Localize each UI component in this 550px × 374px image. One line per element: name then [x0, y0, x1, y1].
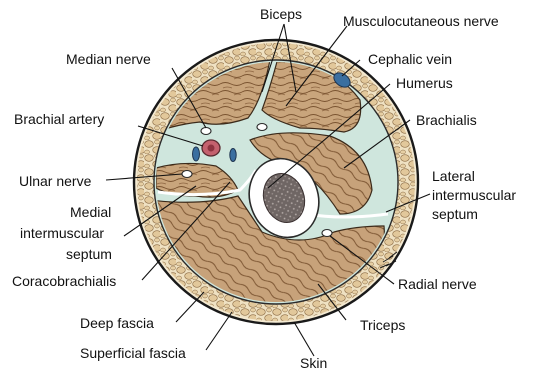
label-coracobrachialis: Coracobrachialis [12, 273, 116, 289]
label-lateral-intermuscular-3: septum [432, 206, 478, 222]
musculocutaneous-nerve [257, 124, 267, 131]
label-lateral-intermuscular-2: intermuscular [432, 187, 516, 203]
label-skin: Skin [300, 355, 327, 371]
label-musculocutaneous-nerve: Musculocutaneous nerve [343, 13, 499, 29]
label-triceps: Triceps [360, 317, 405, 333]
label-radial-nerve: Radial nerve [398, 276, 477, 292]
label-medial-intermuscular-2: intermuscular [20, 225, 104, 241]
label-humerus: Humerus [396, 75, 453, 91]
label-brachialis: Brachialis [416, 112, 477, 128]
label-deep-fascia: Deep fascia [80, 315, 154, 331]
basilic-vein [193, 147, 200, 161]
label-medial-intermuscular-1: Medial [70, 204, 111, 220]
brachial-artery-lumen [208, 145, 215, 152]
ulnar-nerve [182, 171, 192, 178]
label-lateral-intermuscular-1: Lateral [432, 168, 475, 184]
label-cephalic-vein: Cephalic vein [368, 51, 452, 67]
label-brachial-artery: Brachial artery [14, 111, 104, 127]
radial-nerve [322, 230, 332, 237]
label-median-nerve: Median nerve [66, 51, 151, 67]
label-biceps: Biceps [260, 6, 302, 22]
label-medial-intermuscular-3: septum [66, 246, 112, 262]
brachial-vein [230, 149, 236, 162]
label-ulnar-nerve: Ulnar nerve [19, 173, 92, 189]
median-nerve [201, 128, 211, 135]
label-superficial-fascia: Superficial fascia [80, 345, 186, 361]
